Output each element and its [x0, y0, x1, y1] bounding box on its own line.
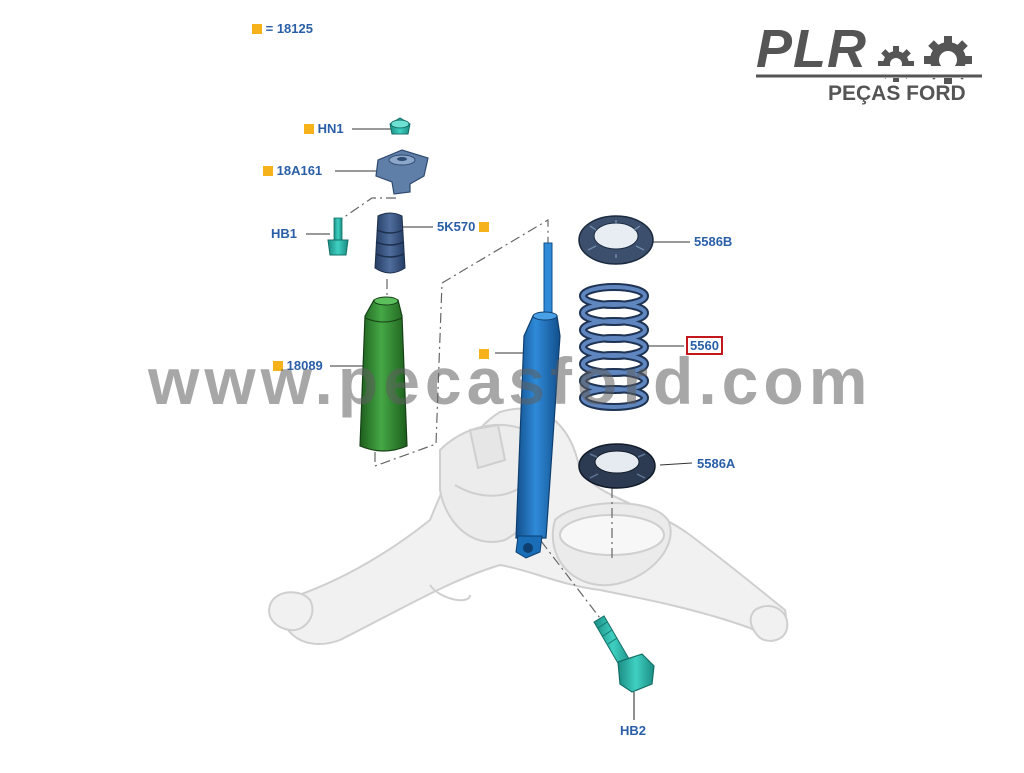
coil-spring-5560	[579, 283, 649, 411]
callout-hn1: HN1	[304, 121, 344, 136]
hb2-bolt	[593, 615, 655, 693]
callout-label: 18089	[286, 358, 323, 373]
callout-5560: 5560	[686, 336, 723, 355]
shock-absorber	[515, 242, 561, 559]
callout-5k570: 5K570	[437, 219, 489, 234]
callout-label: HN1	[317, 121, 344, 136]
callout-shock-marker	[479, 346, 489, 361]
bump-stop-5k570	[374, 212, 406, 274]
marker-square	[263, 166, 273, 176]
legend: = 18125	[252, 21, 313, 36]
legend-text: = 18125	[265, 21, 313, 36]
callout-label-highlighted: 5560	[686, 336, 723, 355]
callout-5586b: 5586B	[694, 234, 732, 249]
callout-label: 18A161	[276, 163, 323, 178]
callout-5586a: 5586A	[697, 456, 735, 471]
callout-hb2: HB2	[620, 723, 646, 738]
upper-mount-18a161	[375, 149, 429, 195]
callout-18089: 18089	[273, 358, 323, 373]
marker-square	[479, 349, 489, 359]
callout-label: 5586B	[694, 234, 733, 249]
hb1-bolt	[327, 217, 349, 256]
marker-square	[252, 24, 262, 34]
dust-boot-18089	[359, 296, 408, 452]
callout-label: 5586A	[697, 456, 736, 471]
assembly-guide-lines	[336, 197, 613, 623]
marker-square	[273, 361, 283, 371]
callout-18a161: 18A161	[263, 163, 322, 178]
marker-square	[304, 124, 314, 134]
leader-lines	[306, 128, 693, 720]
logo-pecas-ford: PEÇAS FORD	[828, 82, 966, 105]
marker-square	[478, 222, 489, 232]
watermark: www.pecasford.com	[148, 344, 873, 418]
callout-label: HB1	[271, 226, 298, 241]
callout-hb1: HB1	[271, 226, 297, 241]
logo-plr: PLR	[756, 19, 867, 79]
hn1-nut	[389, 117, 411, 135]
callout-label: HB2	[620, 723, 647, 738]
spring-seat-5586a	[578, 443, 656, 489]
callout-label: 5K570	[437, 219, 476, 234]
spring-seat-5586b	[578, 215, 654, 265]
